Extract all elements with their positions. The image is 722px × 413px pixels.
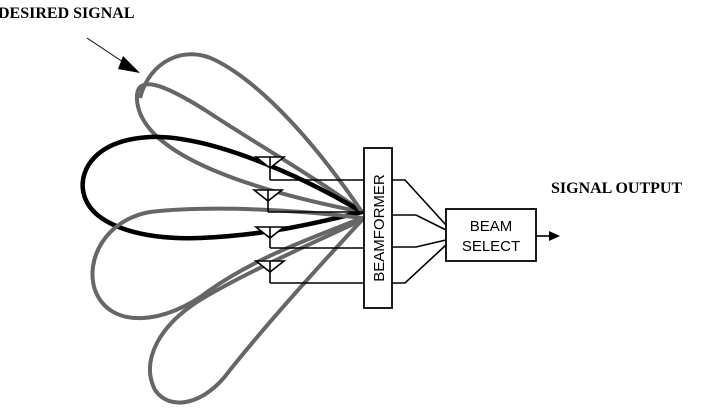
beam-select-label-line2: SELECT bbox=[462, 238, 520, 255]
beam-lobe-upper-outer bbox=[138, 52, 364, 214]
antenna-element-2 bbox=[251, 189, 285, 212]
antenna-element-3 bbox=[253, 226, 287, 248]
beamformer-output-lines bbox=[392, 179, 447, 284]
desired-signal-label: DESIRED SIGNAL bbox=[0, 5, 134, 22]
signal-output-arrow bbox=[536, 231, 560, 241]
beam-lobe-lower bbox=[148, 218, 364, 405]
beam-lobe-lower-middle bbox=[90, 206, 364, 321]
antenna-feed-lines bbox=[268, 179, 364, 284]
antenna-element-1 bbox=[253, 156, 287, 180]
beam-select-label-line1: BEAM bbox=[470, 218, 513, 235]
desired-signal-arrow bbox=[86, 37, 140, 73]
beam-lobes bbox=[80, 52, 365, 405]
beam-lobe-main bbox=[80, 134, 365, 241]
antenna-array bbox=[251, 156, 287, 283]
beamformer-block: BEAMFORMER bbox=[363, 147, 393, 309]
beam-select-block: BEAM SELECT bbox=[445, 208, 537, 262]
signal-output-label: SIGNAL OUTPUT bbox=[551, 180, 682, 197]
beamformer-label: BEAMFORMER bbox=[371, 174, 388, 282]
antenna-element-4 bbox=[253, 260, 287, 283]
